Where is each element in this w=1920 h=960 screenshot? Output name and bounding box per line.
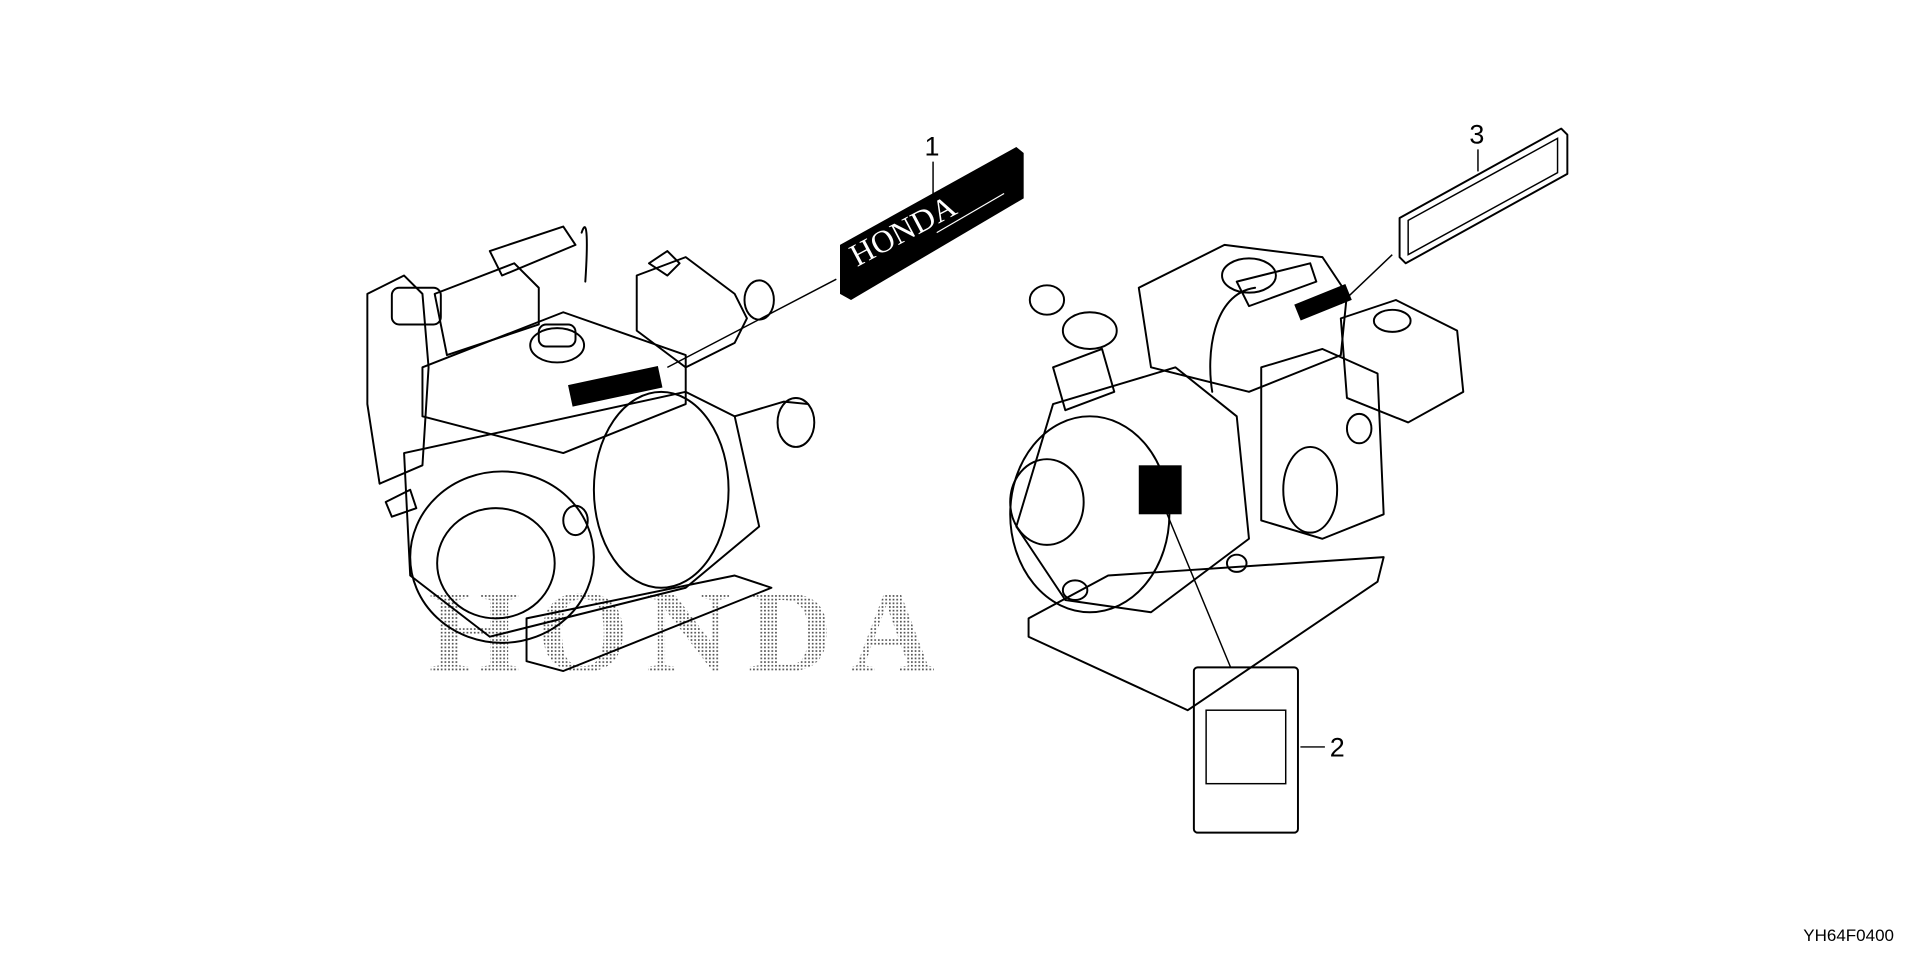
water-pump-front-view	[366, 225, 816, 672]
callout-number-3: 3	[1469, 119, 1484, 149]
callout-number-1: 1	[924, 132, 939, 162]
label-position-2	[1138, 465, 1182, 515]
callout-1[interactable]: 1 HONDA	[667, 132, 1024, 368]
label-3	[1398, 127, 1569, 265]
callout-number-2: 2	[1330, 733, 1345, 763]
water-pump-rear-view	[1009, 243, 1465, 712]
label-position-1	[568, 365, 663, 407]
label-position-3	[1294, 283, 1352, 321]
callout-3[interactable]: 3	[1340, 119, 1569, 305]
drawing-code: YH64F0400	[1803, 926, 1894, 945]
honda-emblem-label: HONDA	[840, 146, 1024, 300]
label-2	[1192, 666, 1299, 834]
callout-2[interactable]: 2	[1158, 495, 1345, 834]
